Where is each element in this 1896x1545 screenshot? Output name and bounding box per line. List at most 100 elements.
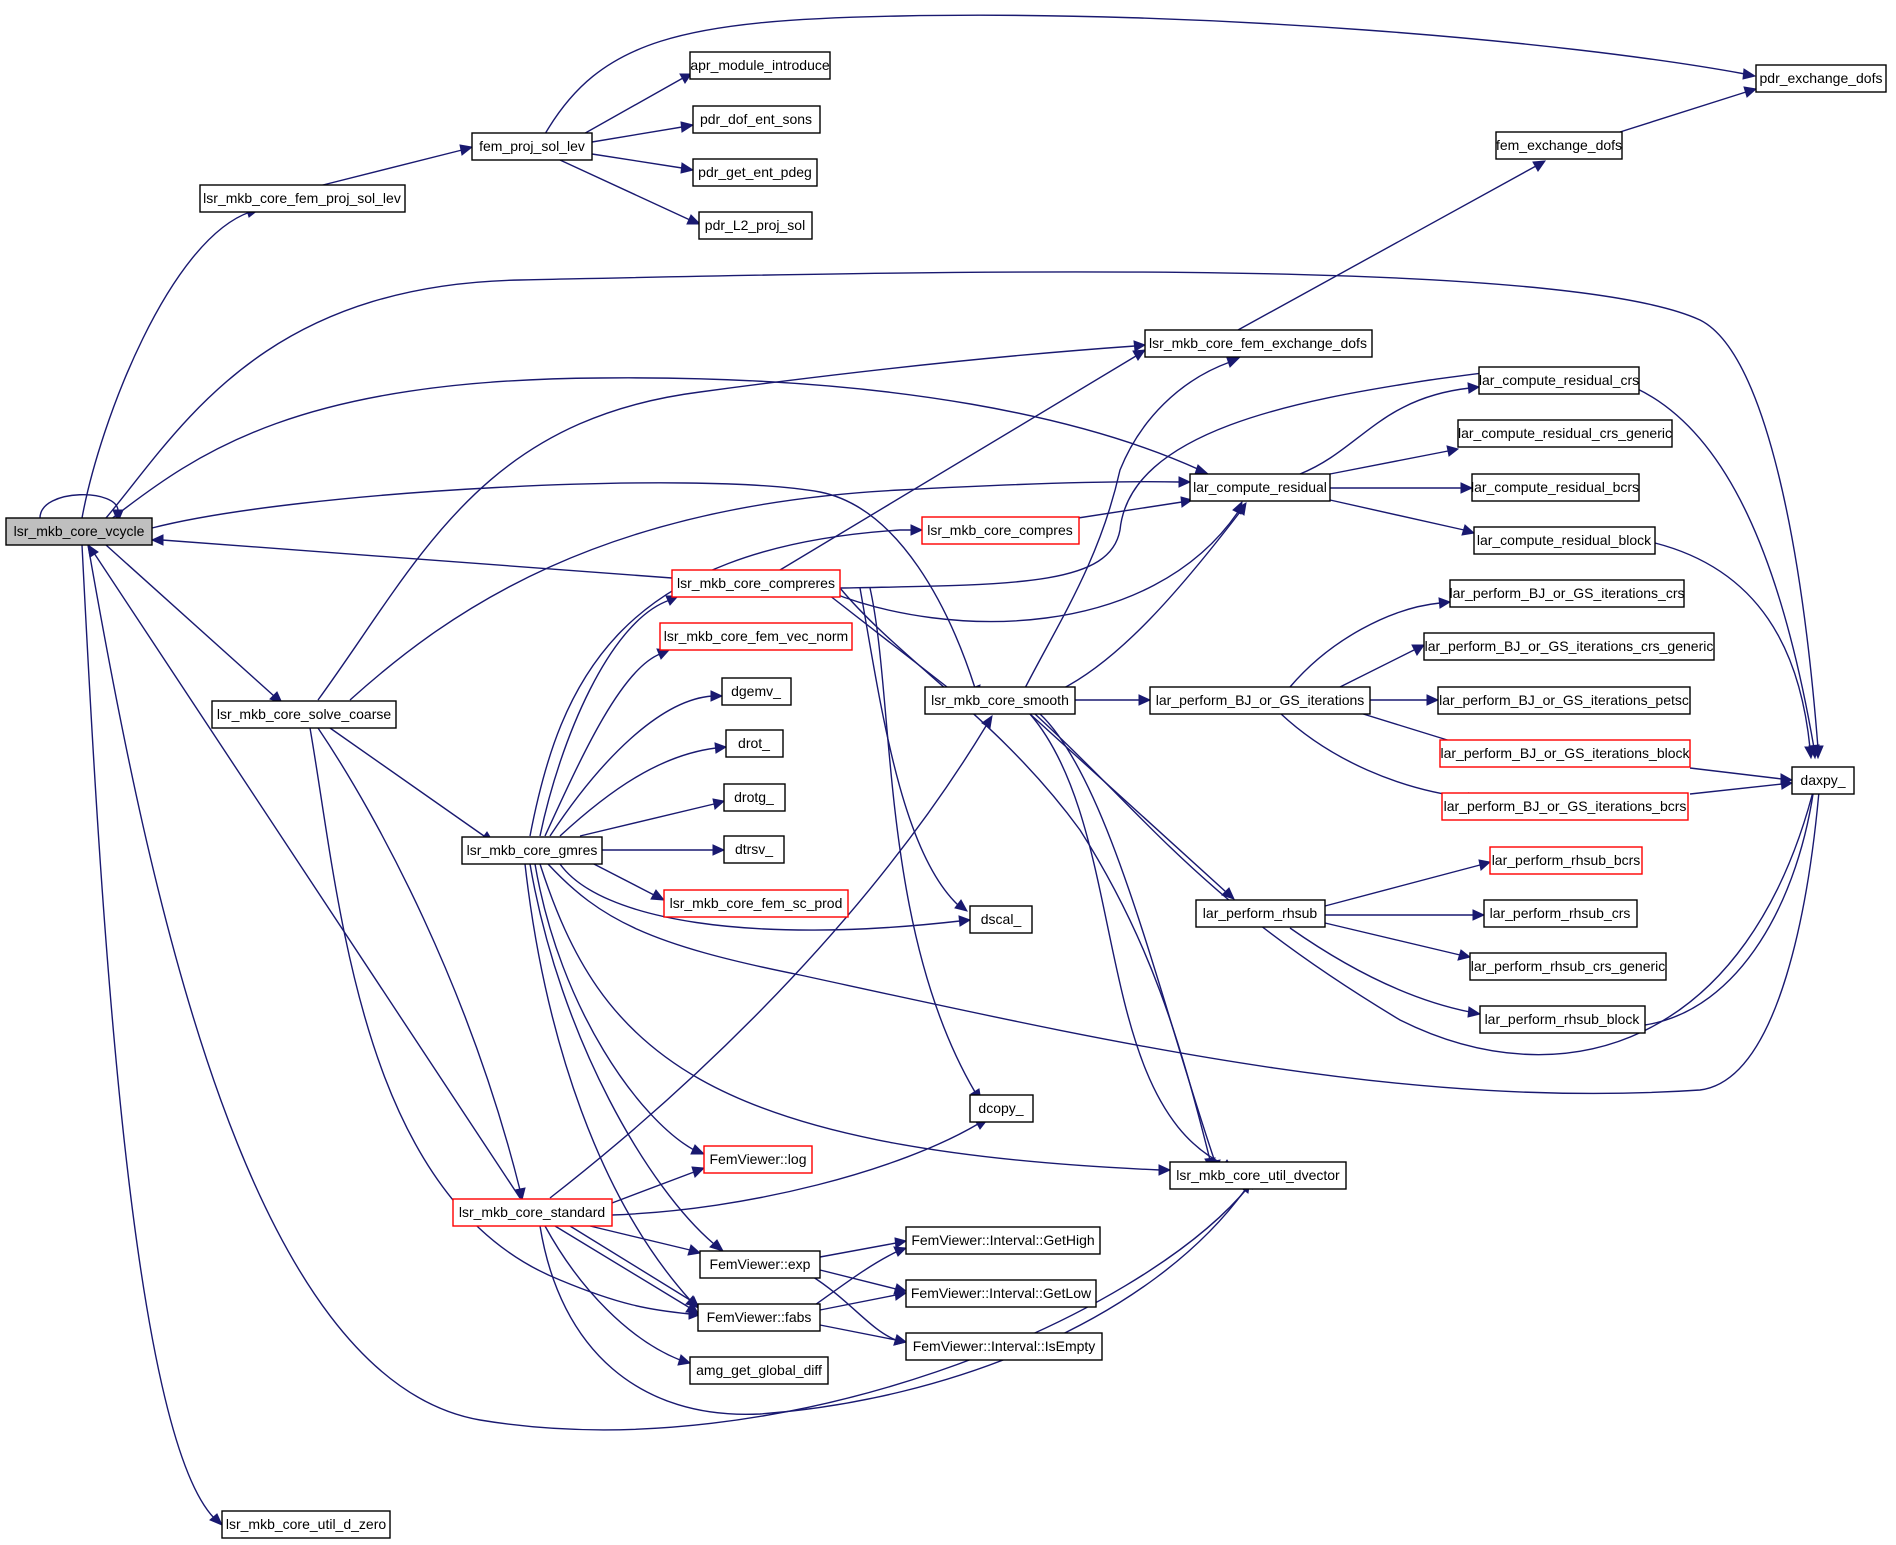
node-getlow[interactable]: FemViewer::Interval::GetLow [905,1279,1097,1308]
edge-femproj-pdrpdeg [591,153,695,174]
svg-text:lar_perform_rhsub_bcrs: lar_perform_rhsub_bcrs [1492,852,1641,868]
edge-gmres-dvector [539,863,1172,1176]
node-exp[interactable]: FemViewer::exp [699,1250,821,1279]
node-bjgs[interactable]: lar_perform_BJ_or_GS_iterations [1149,686,1371,715]
node-gethigh[interactable]: FemViewer::Interval::GetHigh [905,1226,1101,1255]
node-femexch[interactable]: fem_exchange_dofs [1495,131,1623,160]
edge-standard-amg [544,1225,692,1366]
svg-text:lar_perform_BJ_or_GS_iteration: lar_perform_BJ_or_GS_iterations_crs [1450,585,1685,601]
node-dzero[interactable]: lsr_mkb_core_util_d_zero [221,1510,391,1539]
node-gmres[interactable]: lsr_mkb_core_gmres [461,836,603,865]
edge-compreres-dscal [859,587,968,912]
svg-text:FemViewer::exp: FemViewer::exp [710,1256,811,1272]
edge-standard-fabs2 [554,1225,699,1314]
node-rescrsg[interactable]: lar_compute_residual_crs_generic [1457,419,1673,448]
svg-text:drot_: drot_ [738,735,770,751]
node-dtrsv[interactable]: dtrsv_ [723,835,785,864]
node-rhcrs[interactable]: lar_perform_rhsub_crs [1483,899,1638,928]
edge-lsrexch-femexch [1237,160,1547,331]
svg-text:lar_perform_BJ_or_GS_iteration: lar_perform_BJ_or_GS_iterations_bcrs [1444,798,1687,814]
node-solvecoarse[interactable]: lsr_mkb_core_solve_coarse [211,700,397,729]
svg-text:lar_perform_rhsub_crs: lar_perform_rhsub_crs [1490,905,1631,921]
svg-text:FemViewer::fabs: FemViewer::fabs [707,1309,812,1325]
svg-text:pdr_get_ent_pdeg: pdr_get_ent_pdeg [698,164,812,180]
node-standard[interactable]: lsr_mkb_core_standard [452,1198,613,1227]
node-scprod[interactable]: lsr_mkb_core_fem_sc_prod [663,889,849,918]
edge-gmres-drot [559,742,728,837]
edge-femproj-pdrl2 [559,159,702,225]
node-drotg[interactable]: drotg_ [723,783,786,812]
svg-text:lsr_mkb_core_util_dvector: lsr_mkb_core_util_dvector [1176,1167,1340,1183]
svg-text:fem_exchange_dofs: fem_exchange_dofs [1496,137,1622,153]
edge-resid-rescrsg [1329,445,1460,475]
edge-vcycle-solvecoarse [105,544,283,704]
node-femproj[interactable]: fem_proj_sol_lev [471,132,593,161]
edge-gmres-compreres [539,595,680,837]
svg-text:lsr_mkb_core_fem_vec_norm: lsr_mkb_core_fem_vec_norm [664,628,848,644]
edge-compreres-lsrexch [779,349,1147,571]
edge-compres-resid [1077,496,1194,519]
svg-text:dcopy_: dcopy_ [978,1100,1023,1116]
node-isempty[interactable]: FemViewer::Interval::IsEmpty [905,1332,1103,1361]
svg-text:FemViewer::Interval::GetHigh: FemViewer::Interval::GetHigh [911,1232,1094,1248]
node-vecnorm[interactable]: lsr_mkb_core_fem_vec_norm [659,622,853,651]
node-compres[interactable]: lsr_mkb_core_compres [921,516,1080,545]
node-pdrpdeg[interactable]: pdr_get_ent_pdeg [692,158,818,187]
node-dvector[interactable]: lsr_mkb_core_util_dvector [1169,1161,1347,1190]
node-log[interactable]: FemViewer::log [703,1145,813,1174]
edge-bjgs-bjcrsg [1339,644,1425,688]
node-compreres[interactable]: lsr_mkb_core_compreres [671,569,841,598]
svg-text:lar_compute_residual_crs: lar_compute_residual_crs [1479,372,1639,388]
node-rescrs[interactable]: lar_compute_residual_crs [1478,366,1640,395]
svg-text:lar_perform_rhsub_crs_generic: lar_perform_rhsub_crs_generic [1471,958,1666,974]
node-projlev[interactable]: lsr_mkb_core_fem_proj_sol_lev [199,184,406,213]
node-rhsub[interactable]: lar_perform_rhsub [1195,899,1326,928]
edge-solvecoarse-standard [317,727,526,1202]
svg-text:lar_perform_BJ_or_GS_iteration: lar_perform_BJ_or_GS_iterations_block [1440,745,1690,761]
edge-projlev-femproj [314,144,474,188]
node-pdrl2[interactable]: pdr_L2_proj_sol [698,211,813,240]
node-fabs[interactable]: FemViewer::fabs [697,1303,821,1332]
svg-text:lsr_mkb_core_vcycle: lsr_mkb_core_vcycle [14,523,145,539]
node-resid[interactable]: lar_compute_residual [1189,473,1331,502]
node-rhbcrs[interactable]: lar_perform_rhsub_bcrs [1489,846,1643,875]
node-rhblock[interactable]: lar_perform_rhsub_block [1479,1005,1646,1034]
node-pdrexch[interactable]: pdr_exchange_dofs [1755,64,1887,93]
node-aprmod[interactable]: apr_module_introduce [689,51,831,80]
svg-text:amg_get_global_diff: amg_get_global_diff [696,1362,822,1378]
node-resbcrs[interactable]: lar_compute_residual_bcrs [1471,473,1640,502]
edge-standard-log [611,1166,706,1204]
node-vcycle[interactable]: lsr_mkb_core_vcycle [5,517,153,546]
svg-text:lar_perform_BJ_or_GS_iteration: lar_perform_BJ_or_GS_iterations_crs_gene… [1425,638,1714,654]
node-rhcrsg[interactable]: lar_perform_rhsub_crs_generic [1469,952,1667,981]
svg-text:lar_perform_rhsub_block: lar_perform_rhsub_block [1485,1011,1641,1027]
node-lsrexch[interactable]: lsr_mkb_core_fem_exchange_dofs [1144,329,1373,358]
node-bjbcrs[interactable]: lar_perform_BJ_or_GS_iterations_bcrs [1441,792,1689,821]
node-bjpetsc[interactable]: lar_perform_BJ_or_GS_iterations_petsc [1437,686,1691,715]
edge-standard-fabs [569,1225,699,1307]
edge-fabs-isempty [819,1324,908,1346]
edge-bjgs-bjpetsc [1370,694,1440,706]
node-pdrsons[interactable]: pdr_dof_ent_sons [692,105,821,134]
edge-femproj-pdrexch [544,14,1757,135]
node-smooth[interactable]: lsr_mkb_core_smooth [924,686,1076,715]
node-dscal[interactable]: dscal_ [969,905,1033,934]
svg-text:FemViewer::log: FemViewer::log [709,1151,806,1167]
node-drot[interactable]: drot_ [725,729,784,758]
edge-gmres-drotg [579,798,726,837]
node-bjcrs[interactable]: lar_perform_BJ_or_GS_iterations_crs [1449,579,1685,608]
edge-smooth-dvector2 [1029,713,1234,1171]
svg-text:pdr_dof_ent_sons: pdr_dof_ent_sons [700,111,812,127]
edge-fabs-gethigh [814,1246,908,1306]
edge-solvecoarse-fabs [309,727,701,1320]
node-amg[interactable]: amg_get_global_diff [689,1356,829,1385]
svg-text:dscal_: dscal_ [981,911,1022,927]
svg-text:lar_perform_BJ_or_GS_iteration: lar_perform_BJ_or_GS_iterations [1156,692,1365,708]
node-bjcrsg[interactable]: lar_perform_BJ_or_GS_iterations_crs_gene… [1423,632,1715,661]
node-daxpy[interactable]: daxpy_ [1791,766,1855,795]
edge-compreres-dcopy [869,587,982,1103]
node-bjblock[interactable]: lar_perform_BJ_or_GS_iterations_block [1439,739,1691,768]
node-dcopy[interactable]: dcopy_ [969,1094,1034,1123]
node-resblock[interactable]: lar_compute_residual_block [1473,526,1656,555]
node-dgemv[interactable]: dgemv_ [721,677,792,706]
